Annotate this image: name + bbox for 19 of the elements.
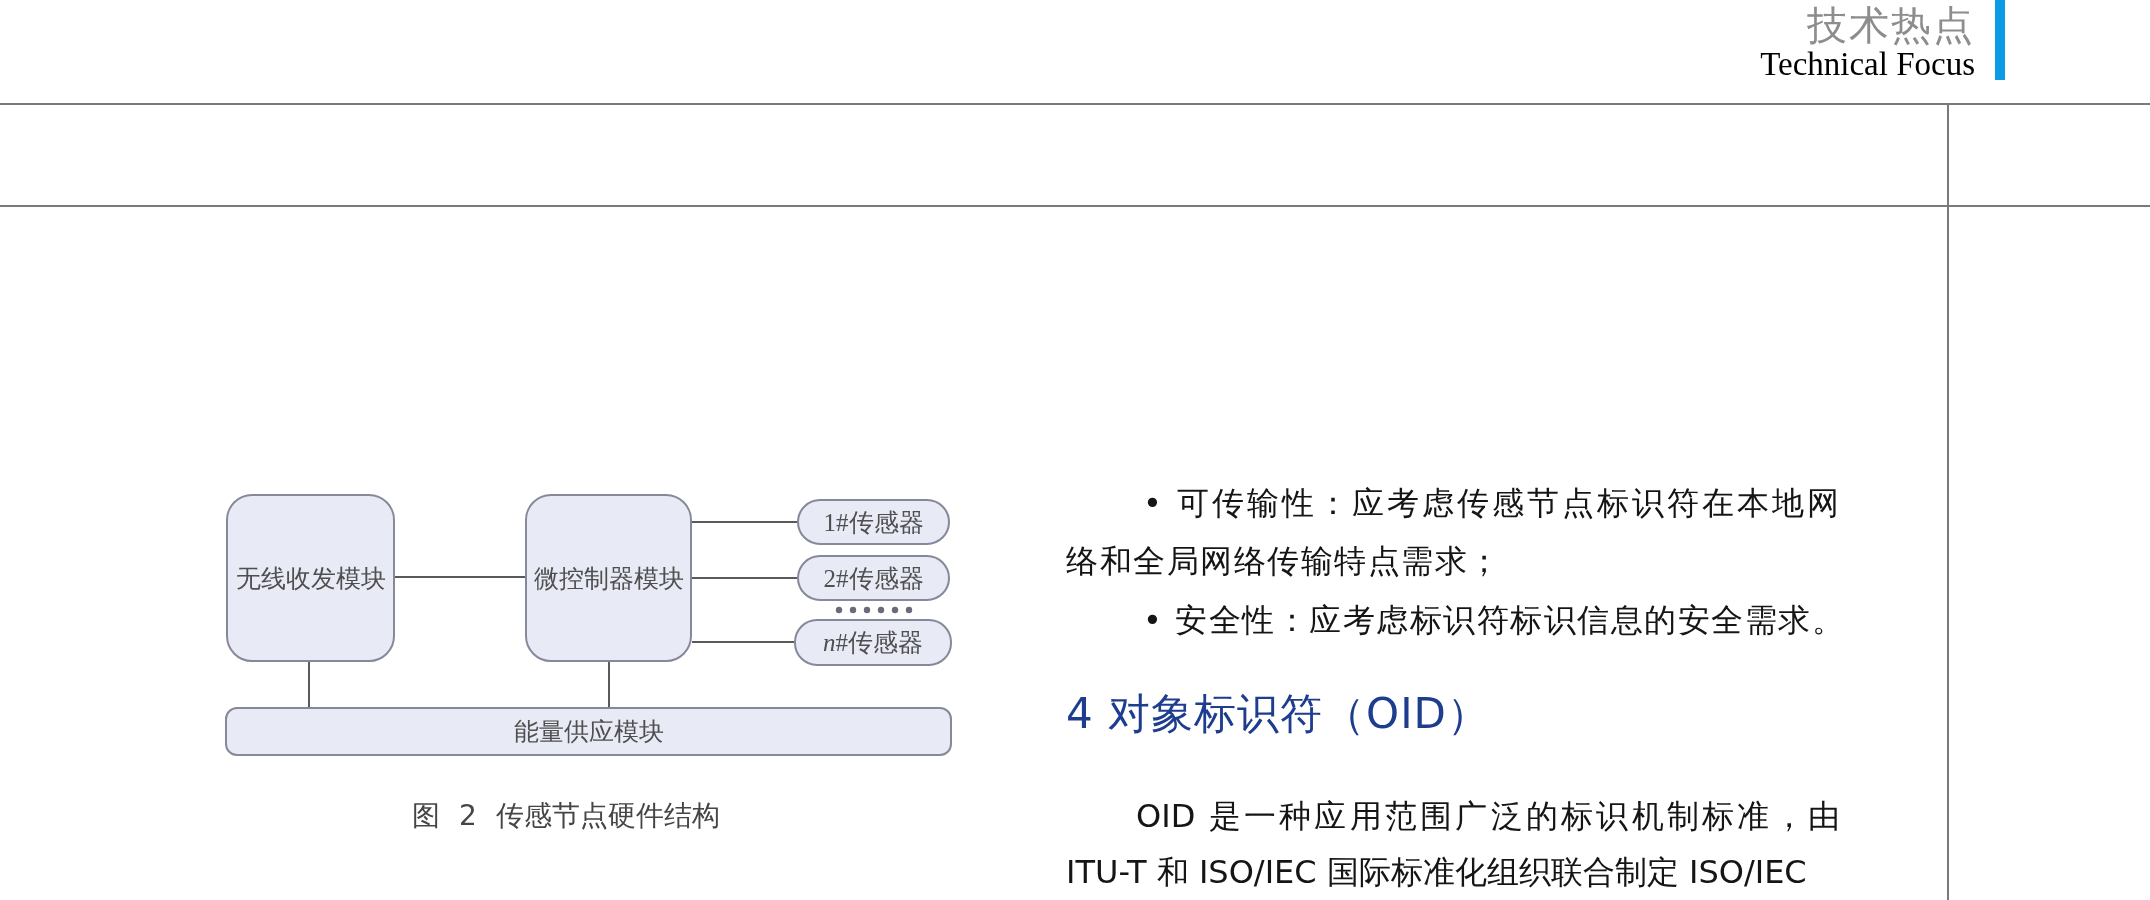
connector-line [308, 661, 310, 708]
connector-line [691, 521, 798, 523]
connector-line [394, 576, 526, 578]
section-heading: 4 对象标识符（OID） [1066, 688, 1490, 740]
bullet-paragraph: • 可传输性：应考虑传感节点标识符在本地网络和全局网络传输特点需求； [1066, 483, 1840, 582]
figure-caption: 图 2 传感节点硬件结构 [412, 798, 720, 834]
sensor-box: 1#传感器 [797, 499, 950, 545]
sensor-box: 2#传感器 [797, 555, 950, 601]
connector-line [691, 641, 795, 643]
header-title: 技术热点 [1807, 2, 1975, 48]
power-supply-bar: 能量供应模块 [225, 707, 952, 756]
sensor-box: n#传感器 [794, 619, 952, 666]
bullet-paragraph: • 安全性：应考虑标识符标识信息的安全需求。 [1142, 600, 1847, 641]
connector-line [608, 661, 610, 708]
module-box: 微控制器模块 [525, 494, 692, 662]
module-box: 无线收发模块 [226, 494, 395, 662]
connector-line [691, 577, 798, 579]
body-paragraph: OID 是一种应用范围广泛的标识机制标准，由ITU-T 和 ISO/IEC 国际标准化组织联合制定 ISO/IEC [1066, 796, 1840, 893]
header-subtitle: Technical Focus [1760, 46, 1975, 82]
